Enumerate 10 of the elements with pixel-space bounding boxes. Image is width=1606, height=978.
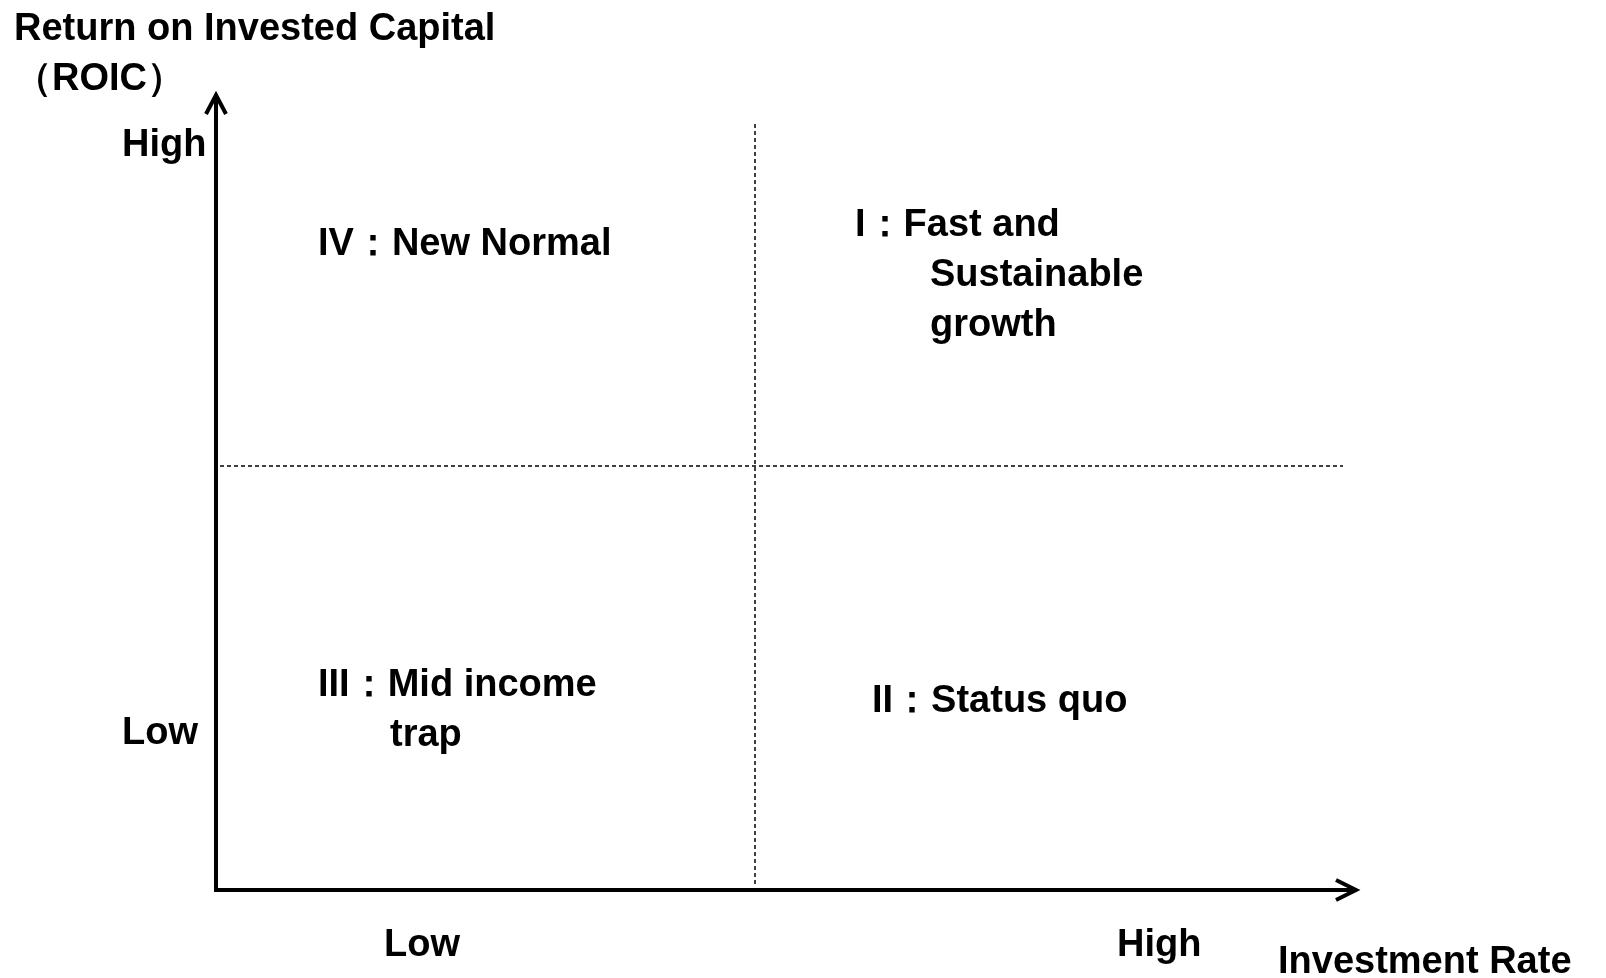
- quadrant-label: II：Status quo: [872, 677, 1128, 722]
- axis-tick-label: Low: [384, 921, 460, 966]
- quadrant-label: III：Mid income trap: [318, 661, 598, 756]
- axis-tick-label: High: [1117, 921, 1202, 966]
- axis-tick-label: Low: [122, 709, 198, 754]
- axis-title: Return on Invested Capital （ROIC）: [14, 5, 497, 100]
- axis-tick-label: High: [122, 121, 207, 166]
- quadrant-label: I：Fast and Sustainable growth: [855, 201, 1145, 346]
- axis-title: Investment Rate: [1278, 938, 1572, 978]
- quadrant-label: IV：New Normal: [318, 220, 612, 265]
